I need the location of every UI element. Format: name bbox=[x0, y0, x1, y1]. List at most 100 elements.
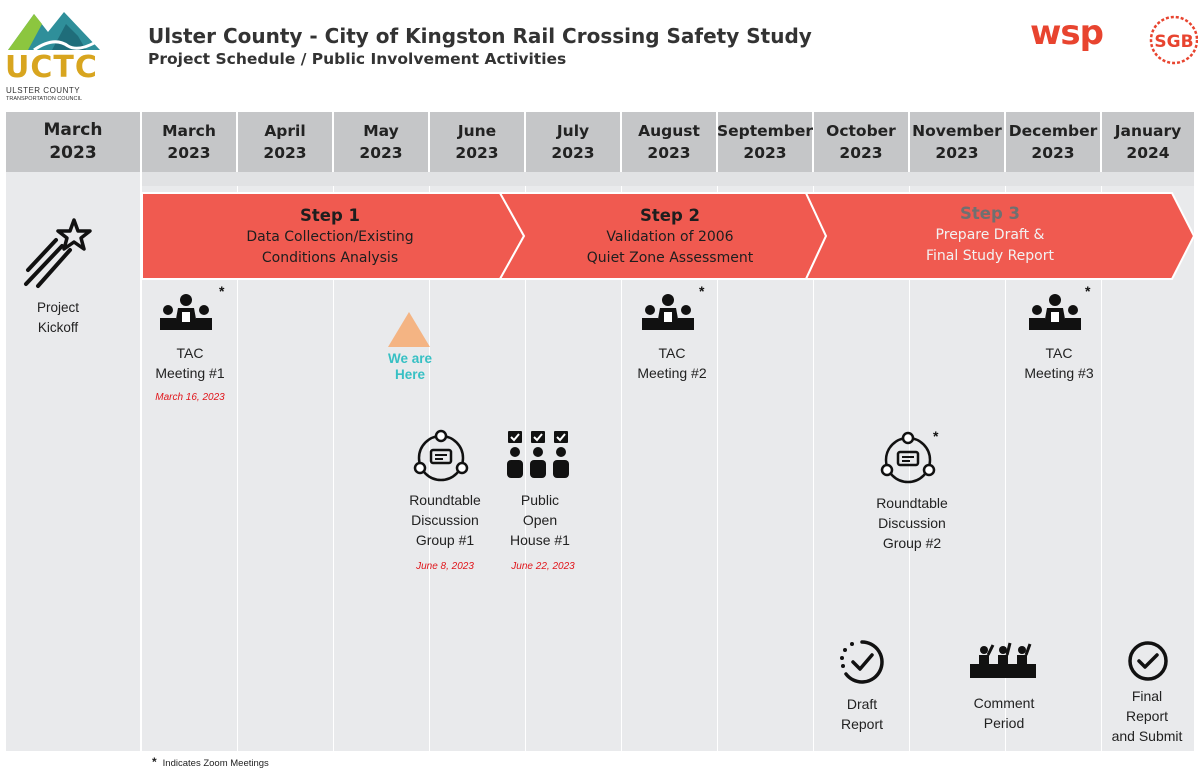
column-divider bbox=[429, 172, 430, 751]
column-divider bbox=[813, 172, 814, 751]
we-are-here-line2: Here bbox=[394, 367, 426, 382]
open-house-1-line1: Public bbox=[520, 492, 560, 508]
zoom-footnote-text: Indicates Zoom Meetings bbox=[162, 758, 269, 769]
draft-report-line1: Draft bbox=[846, 696, 878, 712]
step3-label: Step 3 Prepare Draft & Final Study Repor… bbox=[865, 203, 1115, 267]
month-year: 2023 bbox=[647, 144, 691, 162]
kickoff-label-line2: Kickoff bbox=[37, 320, 79, 335]
column-divider bbox=[333, 172, 334, 751]
step3-desc-line2: Final Study Report bbox=[926, 248, 1054, 264]
tac-meeting-3-line1: TAC bbox=[1045, 345, 1073, 361]
zoom-footnote: *Indicates Zoom Meetings bbox=[152, 755, 269, 769]
comment-period-line1: Comment bbox=[973, 695, 1035, 711]
open-house-1-date: June 22, 2023 bbox=[511, 561, 575, 572]
month-name: August bbox=[638, 122, 700, 140]
column-divider bbox=[621, 172, 622, 751]
month-year: 2023 bbox=[1031, 144, 1075, 162]
step1-desc-line2: Conditions Analysis bbox=[261, 250, 399, 266]
kickoff-month-header: March 2023 bbox=[6, 112, 140, 172]
month-name: December bbox=[1008, 122, 1098, 140]
roundtable-1-label: Roundtable Discussion Group #1 bbox=[395, 490, 495, 550]
roundtable-1-line3: Group #1 bbox=[415, 532, 475, 548]
draft-report-label: Draft Report bbox=[812, 694, 912, 734]
open-house-1-label: Public Open House #1 bbox=[490, 490, 590, 550]
check-circle-icon bbox=[1128, 641, 1168, 681]
step3-title: Step 3 bbox=[960, 204, 1020, 223]
roundtable-1-line2: Discussion bbox=[411, 512, 479, 528]
uctc-logo-word: UCTC bbox=[5, 50, 98, 85]
roundtable-2-label: Roundtable Discussion Group #2 bbox=[862, 493, 962, 553]
tac-meeting-1-date: March 16, 2023 bbox=[155, 392, 225, 403]
month-year: 2023 bbox=[359, 144, 403, 162]
comment-period-line2: Period bbox=[983, 715, 1025, 731]
final-report-line2: Report bbox=[1125, 708, 1169, 724]
final-report-label: Final Report and Submit bbox=[1097, 686, 1197, 746]
month-header: November 2023 bbox=[910, 112, 1004, 172]
comment-panel-icon bbox=[970, 642, 1036, 678]
sgb-logo-word: SGB bbox=[1154, 32, 1193, 52]
month-name: July bbox=[556, 122, 590, 140]
uctc-logo-line2: TRANSPORTATION COUNCIL bbox=[6, 96, 83, 102]
month-name: October bbox=[826, 122, 896, 140]
month-name: June bbox=[457, 122, 497, 140]
roundtable-1-line1: Roundtable bbox=[409, 492, 481, 508]
month-header: December 2023 bbox=[1006, 112, 1100, 172]
column-divider bbox=[525, 172, 526, 751]
step2-title: Step 2 bbox=[640, 206, 700, 225]
step2-desc-line2: Quiet Zone Assessment bbox=[586, 250, 754, 266]
month-year: 2023 bbox=[839, 144, 883, 162]
open-house-1-line3: House #1 bbox=[510, 532, 570, 548]
column-divider bbox=[1005, 172, 1006, 751]
zoom-indicator: * bbox=[933, 428, 939, 444]
tac-meeting-1-label: TAC Meeting #1 bbox=[140, 343, 240, 383]
month-name: April bbox=[264, 122, 306, 140]
final-report-line1: Final bbox=[1131, 688, 1163, 704]
draft-report-line2: Report bbox=[840, 716, 884, 732]
uctc-logo-line1: ULSTER COUNTY bbox=[6, 86, 81, 95]
roundtable-1-date: June 8, 2023 bbox=[416, 561, 474, 572]
kickoff-label-line1: Project bbox=[36, 300, 80, 315]
wsp-sgb-logo: wsp SGB bbox=[1030, 14, 1198, 65]
zoom-indicator: * bbox=[699, 283, 705, 299]
zoom-indicator: * bbox=[1085, 283, 1091, 299]
month-year: 2023 bbox=[455, 144, 499, 162]
column-divider bbox=[237, 172, 238, 751]
draft-progress-icon bbox=[840, 640, 884, 684]
roundtable-discussion-icon bbox=[413, 429, 469, 482]
month-year: 2023 bbox=[263, 144, 307, 162]
month-year: 2023 bbox=[935, 144, 979, 162]
roundtable-2-line2: Discussion bbox=[878, 515, 946, 531]
month-year: 2023 bbox=[551, 144, 595, 162]
step1-label: Step 1 Data Collection/Existing Conditio… bbox=[200, 205, 460, 269]
tac-meeting-3-line2: Meeting #3 bbox=[1024, 365, 1094, 381]
step3-desc-line1: Prepare Draft & bbox=[935, 227, 1045, 243]
month-name: May bbox=[363, 122, 399, 140]
month-header: May 2023 bbox=[334, 112, 428, 172]
roundtable-2-line1: Roundtable bbox=[876, 495, 948, 511]
column-divider bbox=[1101, 172, 1102, 751]
tac-meeting-1-line1: TAC bbox=[176, 345, 204, 361]
step2-label: Step 2 Validation of 2006 Quiet Zone Ass… bbox=[545, 205, 795, 269]
tac-meeting-2-label: TAC Meeting #2 bbox=[622, 343, 722, 383]
timeline-top-band bbox=[142, 172, 1194, 186]
month-name: November bbox=[912, 122, 1002, 140]
tac-meeting-2-line1: TAC bbox=[658, 345, 686, 361]
month-year: 2024 bbox=[1126, 144, 1170, 162]
tac-meeting-3-label: TAC Meeting #3 bbox=[1009, 343, 1109, 383]
kickoff-label: Project Kickoff bbox=[6, 298, 110, 338]
wsp-logo-word: wsp bbox=[1030, 14, 1103, 53]
step1-desc-line1: Data Collection/Existing bbox=[246, 229, 414, 245]
we-are-here-line1: We are bbox=[387, 351, 433, 366]
roundtable-2-line3: Group #2 bbox=[882, 535, 942, 551]
final-report-line3: and Submit bbox=[1111, 728, 1183, 744]
month-header: April 2023 bbox=[238, 112, 332, 172]
tac-meeting-1-line2: Meeting #1 bbox=[155, 365, 225, 381]
month-header: July 2023 bbox=[526, 112, 620, 172]
tac-meeting-2-line2: Meeting #2 bbox=[637, 365, 707, 381]
month-header: June 2023 bbox=[430, 112, 524, 172]
kickoff-month: March bbox=[43, 120, 103, 140]
